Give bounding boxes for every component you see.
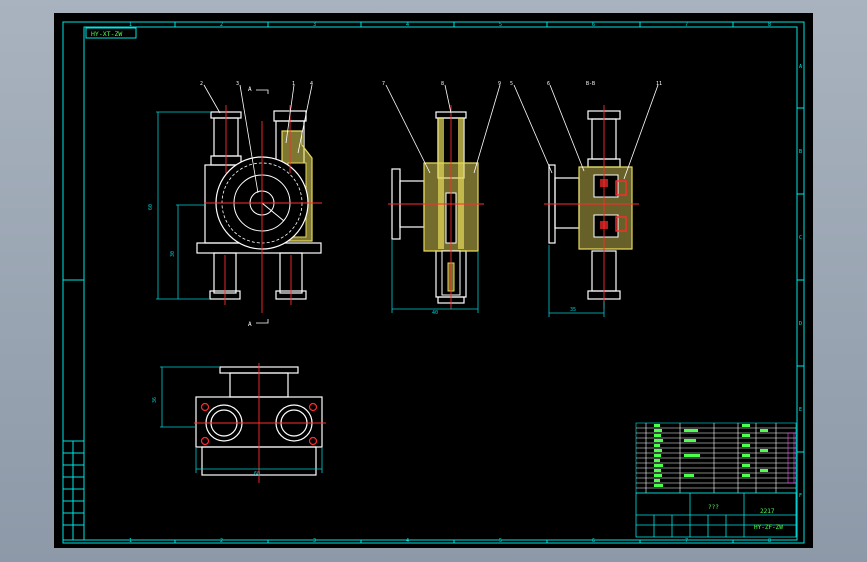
zone-letters-right: A B C D E F [799, 64, 802, 499]
code-box-text: HY-XT-ZW [91, 30, 122, 38]
bolt-holes [200, 402, 318, 446]
zone-num: 8 [768, 538, 771, 544]
svg-text:6: 6 [547, 81, 550, 87]
zone-num: 6 [592, 538, 595, 544]
dim-front-height2: 30 [170, 251, 176, 257]
zone-num: 2 [220, 538, 223, 544]
frame-border [62, 21, 805, 544]
code-box[interactable]: HY-XT-ZW [85, 27, 137, 39]
zone-num: 5 [499, 538, 502, 544]
center-lines [204, 105, 322, 313]
zone-num: 1 [129, 22, 132, 28]
side-view[interactable]: 40 7 8 9 [382, 81, 501, 316]
right-body-section [578, 166, 633, 250]
svg-text:9: 9 [498, 81, 501, 87]
zone-letter: B [799, 149, 802, 155]
zone-letter: F [799, 493, 802, 499]
svg-text:3: 3 [236, 81, 239, 87]
svg-text:4: 4 [310, 81, 313, 87]
cad-canvas[interactable]: 1 2 3 4 5 6 7 8 1 2 3 4 5 6 7 8 A B C D … [54, 13, 813, 548]
plan-dimensions [160, 366, 323, 473]
dim-plan-width: 60 [254, 471, 260, 477]
svg-text:2: 2 [200, 81, 203, 87]
right-leaders [513, 84, 659, 180]
front-view[interactable]: 60 30 2 3 1 4 A A [148, 81, 322, 328]
plan-view[interactable]: 36 60 [152, 363, 326, 483]
zone-letter: E [799, 407, 802, 413]
front-leaders [203, 84, 313, 194]
zone-num: 8 [768, 22, 771, 28]
svg-text:7: 7 [382, 81, 385, 87]
plan-center-lines [194, 363, 326, 483]
zone-numbers-top: 1 2 3 4 5 6 7 8 [129, 22, 771, 28]
zone-letter: D [799, 321, 802, 327]
zone-num: 1 [129, 538, 132, 544]
svg-text:1: 1 [292, 81, 295, 87]
zone-num: 5 [499, 22, 502, 28]
table-marker [787, 432, 795, 484]
parts-list[interactable] [635, 422, 797, 494]
right-balloons: 5 6 B-B 11 [510, 81, 662, 87]
side-balloons: 7 8 9 [382, 81, 501, 87]
right-dimensions [548, 245, 605, 317]
sheet-code: HY-ZF-ZW [754, 524, 783, 531]
zone-num: 6 [592, 22, 595, 28]
side-dimensions [391, 239, 479, 313]
dim-side-width: 40 [432, 310, 438, 316]
zone-numbers-bottom: 1 2 3 4 5 6 7 8 [129, 538, 771, 544]
binding-strip [62, 440, 85, 541]
title-block[interactable] [635, 492, 797, 538]
zone-num: 3 [313, 22, 316, 28]
zone-num: 7 [685, 22, 688, 28]
zone-num: 2 [220, 22, 223, 28]
zone-num: 4 [406, 22, 409, 28]
right-view[interactable]: 35 5 6 B-B 11 [510, 81, 662, 317]
dim-plan-height: 36 [152, 397, 158, 403]
svg-text:A: A [248, 86, 252, 93]
zone-num: 7 [685, 538, 688, 544]
svg-text:B-B: B-B [586, 81, 595, 87]
zone-letter: C [799, 235, 802, 241]
svg-text:11: 11 [656, 81, 662, 87]
sheet-name: ??? [708, 504, 719, 511]
parts-list-cells [654, 424, 768, 487]
svg-text:5: 5 [510, 81, 513, 87]
zone-ticks [63, 22, 804, 543]
drawing-sheet[interactable]: 1 2 3 4 5 6 7 8 1 2 3 4 5 6 7 8 A B C D … [54, 13, 813, 548]
dim-front-height: 60 [148, 204, 154, 210]
zone-num: 4 [406, 538, 409, 544]
zone-num: 3 [313, 538, 316, 544]
zone-letter: A [799, 64, 802, 70]
dim-right-width: 35 [570, 307, 576, 313]
front-balloons: 2 3 1 4 [200, 81, 313, 87]
side-leaders [385, 84, 501, 174]
front-dimensions [156, 111, 211, 300]
svg-text:8: 8 [441, 81, 444, 87]
table-note: 2217 [760, 508, 775, 515]
section-marks: A A [248, 86, 252, 328]
svg-text:A: A [248, 321, 252, 328]
